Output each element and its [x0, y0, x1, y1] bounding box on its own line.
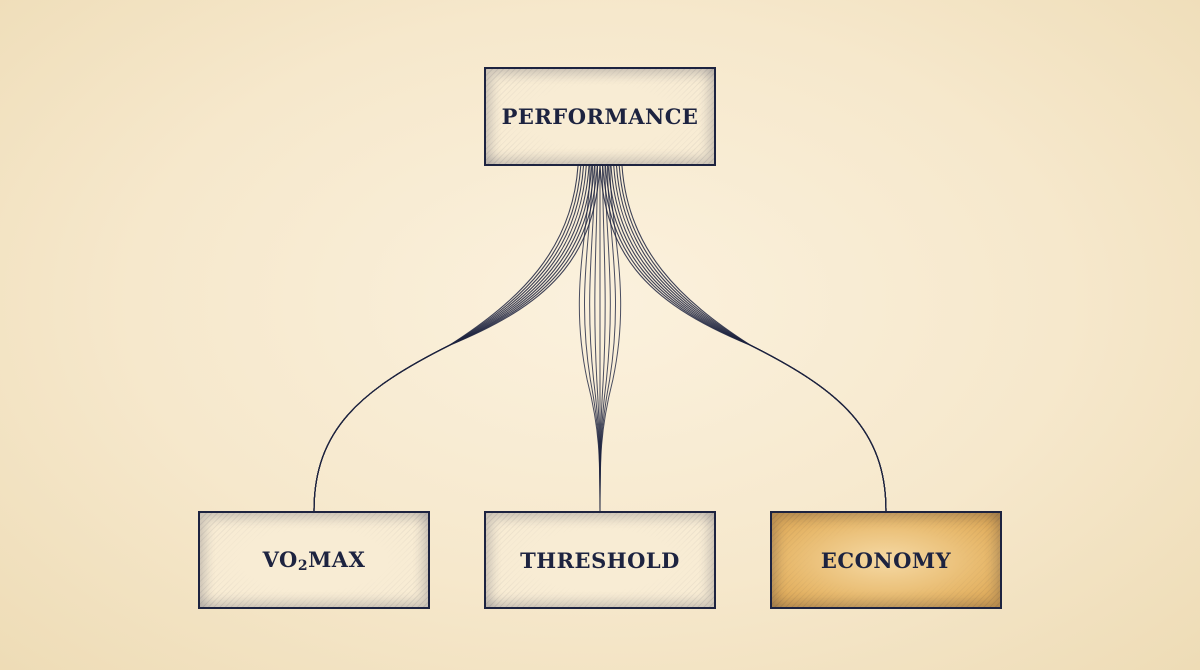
connector-to-economy: [599, 165, 887, 512]
node-vo2max-label: VO2MAX: [262, 546, 366, 574]
node-threshold-label: THRESHOLD: [520, 547, 680, 573]
node-economy: ECONOMY: [770, 511, 1002, 609]
node-performance-label: PERFORMANCE: [501, 104, 699, 129]
node-economy-label: ECONOMY: [820, 547, 952, 573]
node-threshold: THRESHOLD: [484, 511, 716, 609]
node-vo2max: VO2MAX: [198, 511, 430, 609]
connector-to-vo2max: [313, 165, 601, 512]
connector-to-threshold: [578, 165, 622, 512]
node-performance: PERFORMANCE: [484, 67, 716, 166]
